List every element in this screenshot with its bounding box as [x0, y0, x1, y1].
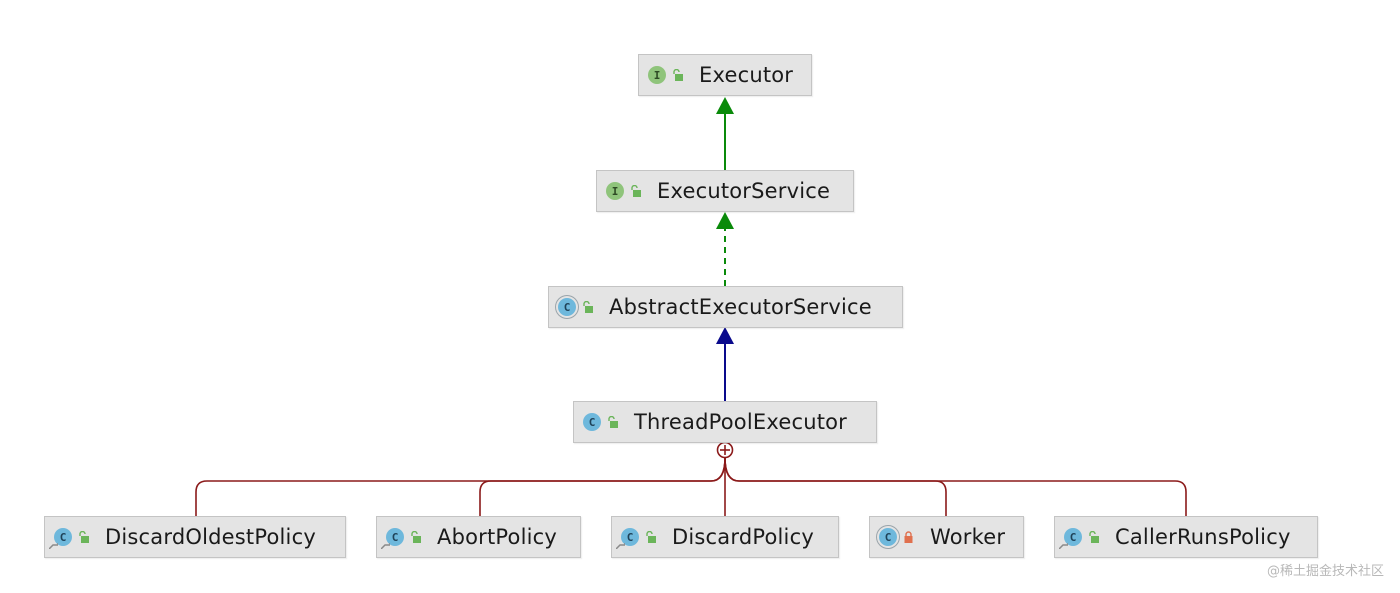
node-label: CallerRunsPolicy — [1115, 525, 1291, 549]
public-lock-icon — [583, 301, 593, 313]
private-lock-icon — [904, 531, 913, 543]
public-lock-icon — [631, 185, 641, 197]
pin-icon — [616, 543, 625, 549]
edge-inner-discardoldestpolicy — [195, 457, 726, 516]
node-caller-runs-policy[interactable]: C CallerRunsPolicy — [1054, 516, 1318, 558]
node-thread-pool-executor[interactable]: C ThreadPoolExecutor — [573, 401, 877, 443]
node-label: Executor — [699, 63, 794, 87]
public-lock-icon — [673, 69, 683, 81]
node-label: AbstractExecutorService — [609, 295, 872, 319]
node-worker[interactable]: C Worker — [869, 516, 1024, 558]
watermark: @稀土掘金技术社区 — [1266, 564, 1384, 579]
inner-class-plus-icon — [716, 441, 734, 459]
node-executor-service[interactable]: I ExecutorService — [596, 170, 854, 212]
interface-icon: I — [606, 182, 624, 200]
arrowhead-executorservice — [716, 212, 734, 229]
public-lock-icon — [411, 531, 421, 543]
pin-icon — [49, 543, 58, 549]
arrowhead-abstractexecutorservice — [716, 327, 734, 344]
node-discard-policy[interactable]: C DiscardPolicy — [611, 516, 839, 558]
public-lock-icon — [1089, 531, 1099, 543]
arrowhead-executor — [716, 97, 734, 114]
public-lock-icon — [79, 531, 89, 543]
node-abstract-executor-service[interactable]: C AbstractExecutorService — [548, 286, 903, 328]
public-lock-icon — [646, 531, 656, 543]
node-label: Worker — [930, 525, 1006, 549]
static-class-icon: C — [1059, 528, 1082, 549]
static-class-icon: C — [616, 528, 639, 549]
static-class-icon: C — [381, 528, 404, 549]
node-executor[interactable]: I Executor — [638, 54, 812, 96]
class-icon: C — [583, 413, 601, 431]
interface-icon: I — [648, 66, 666, 84]
node-abort-policy[interactable]: C AbortPolicy — [376, 516, 581, 558]
static-class-icon: C — [49, 528, 72, 549]
node-label: ExecutorService — [657, 179, 831, 203]
node-label: DiscardPolicy — [672, 525, 814, 549]
node-discard-oldest-policy[interactable]: C DiscardOldestPolicy — [44, 516, 346, 558]
private-inner-class-icon: C — [879, 528, 897, 546]
pin-icon — [381, 543, 390, 549]
node-label: AbortPolicy — [437, 525, 558, 549]
node-label: ThreadPoolExecutor — [634, 410, 848, 434]
pin-icon — [1059, 543, 1068, 549]
node-label: DiscardOldestPolicy — [105, 525, 316, 549]
inner-class-connectors — [195, 457, 1187, 516]
edge-inner-abortpolicy — [479, 457, 726, 516]
abstract-class-icon: C — [558, 298, 576, 316]
public-lock-icon — [608, 416, 618, 428]
edge-inner-callerrunspolicy — [724, 457, 1187, 516]
edge-inner-worker — [724, 457, 947, 516]
